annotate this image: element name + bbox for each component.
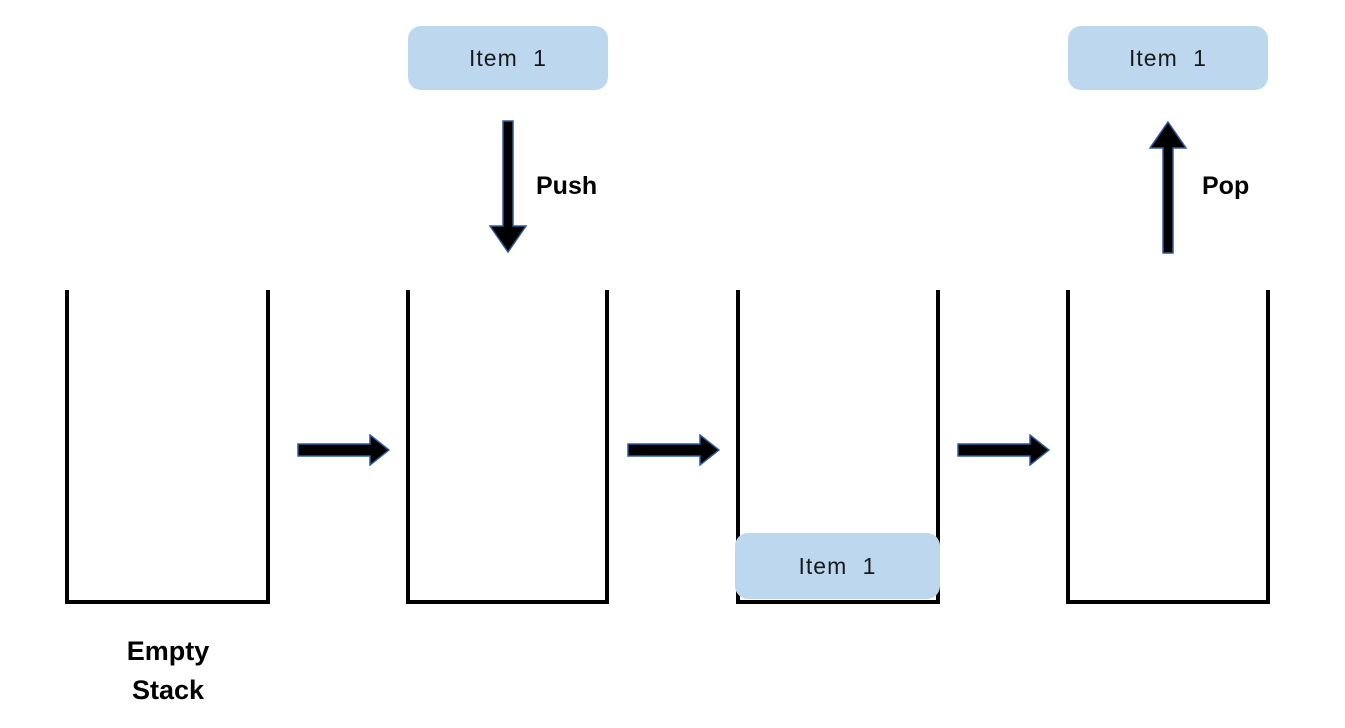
- transition-right-arrow-1-icon: [297, 434, 390, 466]
- item-box-pop-result: Item 1: [1068, 26, 1268, 90]
- stack-container-3: [736, 290, 940, 604]
- stack-container-2: [406, 290, 609, 604]
- stack-container-1: [65, 290, 270, 604]
- push-down-arrow-icon: [489, 120, 527, 254]
- transition-right-arrow-2-icon: [627, 434, 720, 466]
- item-box-in-stack: Item 1: [735, 533, 940, 599]
- push-label: Push: [536, 172, 598, 200]
- transition-right-arrow-3-icon: [957, 434, 1050, 466]
- item-box-push-source: Item 1: [408, 26, 608, 90]
- empty-stack-caption: Empty Stack: [126, 636, 210, 705]
- pop-up-arrow-icon: [1149, 120, 1187, 254]
- stack-container-4: [1066, 290, 1270, 604]
- pop-label: Pop: [1202, 172, 1250, 200]
